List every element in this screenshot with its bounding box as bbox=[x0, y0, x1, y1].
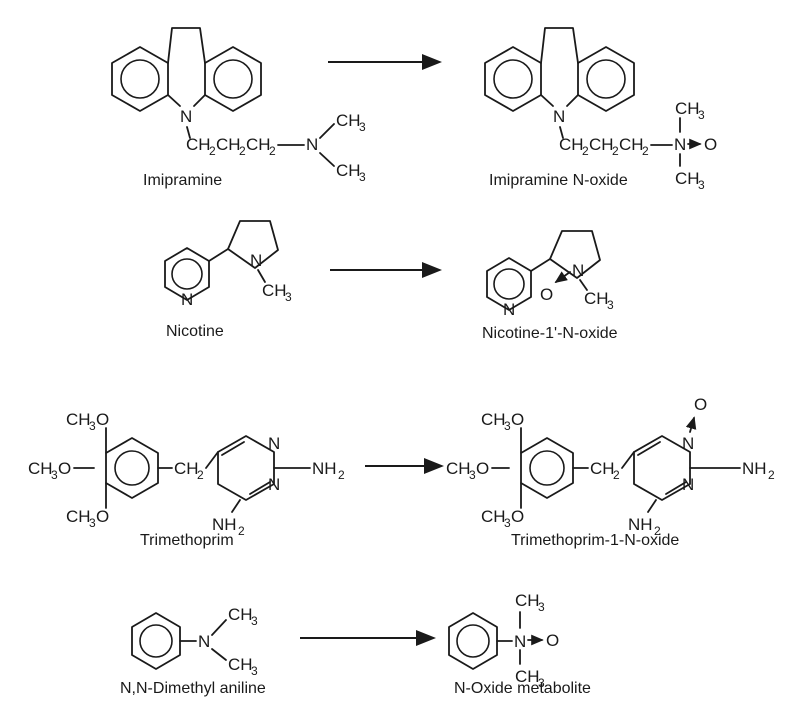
svg-text:3: 3 bbox=[698, 178, 705, 192]
svg-text:3: 3 bbox=[285, 290, 292, 304]
svg-text:2: 2 bbox=[768, 468, 775, 482]
atom-o: O bbox=[546, 631, 559, 650]
svg-text:3: 3 bbox=[698, 108, 705, 122]
svg-text:3: 3 bbox=[359, 170, 366, 184]
svg-text:CH: CH bbox=[675, 99, 700, 118]
svg-text:CH: CH bbox=[589, 135, 614, 154]
atom-n: N bbox=[553, 107, 565, 126]
svg-text:2: 2 bbox=[654, 524, 661, 538]
svg-text:CH: CH bbox=[216, 135, 241, 154]
parent-name-2: Nicotine bbox=[166, 323, 224, 340]
svg-text:2: 2 bbox=[238, 524, 245, 538]
svg-text:NH: NH bbox=[742, 459, 767, 478]
svg-text:3: 3 bbox=[607, 298, 614, 312]
svg-text:CH: CH bbox=[584, 289, 609, 308]
atom-o: O bbox=[704, 135, 717, 154]
svg-text:2: 2 bbox=[239, 144, 246, 158]
atom-n: N bbox=[514, 632, 526, 651]
svg-text:CH: CH bbox=[174, 459, 199, 478]
svg-text:O: O bbox=[96, 507, 109, 526]
metabolite-name-2: Nicotine-1'-N-oxide bbox=[482, 325, 618, 342]
parent-name-1: Imipramine bbox=[143, 172, 222, 189]
svg-text:CH: CH bbox=[66, 410, 91, 429]
svg-text:CH: CH bbox=[619, 135, 644, 154]
atom-o: O bbox=[540, 285, 553, 304]
atom-n: N bbox=[572, 261, 584, 280]
svg-text:3: 3 bbox=[89, 419, 96, 433]
metabolite-name-1: Imipramine N-oxide bbox=[489, 172, 628, 189]
svg-text:CH: CH bbox=[515, 667, 540, 686]
svg-text:CH: CH bbox=[262, 281, 287, 300]
svg-text:CH: CH bbox=[246, 135, 271, 154]
svg-text:2: 2 bbox=[209, 144, 216, 158]
svg-text:CH: CH bbox=[590, 459, 615, 478]
svg-text:CH: CH bbox=[336, 111, 361, 130]
atom-n: N bbox=[306, 135, 318, 154]
dimethyl-aniline-structure: N CH3 CH3 bbox=[131, 605, 258, 678]
svg-text:O: O bbox=[511, 410, 524, 429]
svg-text:CH: CH bbox=[228, 605, 253, 624]
svg-text:CH: CH bbox=[66, 507, 91, 526]
metabolite-name-4: N-Oxide metabolite bbox=[454, 680, 591, 697]
svg-text:CH: CH bbox=[481, 507, 506, 526]
svg-text:CH: CH bbox=[446, 459, 471, 478]
svg-text:O: O bbox=[58, 459, 71, 478]
atom-n: N bbox=[198, 632, 210, 651]
atom-n: N bbox=[674, 135, 686, 154]
parent-name-3: Trimethoprim bbox=[140, 532, 234, 549]
svg-text:3: 3 bbox=[251, 614, 258, 628]
svg-text:2: 2 bbox=[613, 468, 620, 482]
svg-text:3: 3 bbox=[469, 468, 476, 482]
atom-o: O bbox=[694, 395, 707, 414]
n-oxide-metabolite-structure: N CH3 CH3 O bbox=[448, 591, 559, 690]
svg-text:CH: CH bbox=[675, 169, 700, 188]
atom-n: N bbox=[268, 475, 280, 494]
parent-name-4: N,N-Dimethyl aniline bbox=[120, 680, 266, 697]
svg-text:3: 3 bbox=[538, 676, 545, 690]
svg-text:O: O bbox=[96, 410, 109, 429]
atom-nh: NH bbox=[312, 459, 337, 478]
svg-text:O: O bbox=[511, 507, 524, 526]
svg-text:NH: NH bbox=[212, 515, 237, 534]
metabolite-name-3: Trimethoprim-1-N-oxide bbox=[511, 532, 679, 549]
svg-text:CH: CH bbox=[515, 591, 540, 610]
svg-text:CH: CH bbox=[336, 161, 361, 180]
imipramine-n-oxide-structure: N CH 2 CH 2 CH 2 N CH 3 CH 3 O bbox=[484, 27, 717, 192]
svg-text:3: 3 bbox=[359, 120, 366, 134]
imipramine-structure: N CH 2 CH 2 CH 2 N CH 3 CH 3 bbox=[111, 27, 366, 184]
svg-text:3: 3 bbox=[51, 468, 58, 482]
svg-text:3: 3 bbox=[251, 664, 258, 678]
svg-text:3: 3 bbox=[538, 600, 545, 614]
svg-text:CH: CH bbox=[559, 135, 584, 154]
svg-text:NH: NH bbox=[628, 515, 653, 534]
atom-n: N bbox=[682, 434, 694, 453]
atom-n: N bbox=[682, 475, 694, 494]
chain-ch2: CH bbox=[186, 135, 211, 154]
svg-text:3: 3 bbox=[89, 516, 96, 530]
svg-text:2: 2 bbox=[197, 468, 204, 482]
svg-text:CH: CH bbox=[28, 459, 53, 478]
atom-n: N bbox=[503, 300, 515, 319]
svg-text:2: 2 bbox=[642, 144, 649, 158]
svg-text:O: O bbox=[476, 459, 489, 478]
svg-text:CH: CH bbox=[481, 410, 506, 429]
svg-text:2: 2 bbox=[269, 144, 276, 158]
nicotine-structure: N N CH 3 bbox=[164, 220, 292, 309]
svg-text:2: 2 bbox=[612, 144, 619, 158]
atom-n: N bbox=[250, 251, 262, 270]
svg-text:3: 3 bbox=[504, 419, 511, 433]
atom-n: N bbox=[268, 434, 280, 453]
svg-text:3: 3 bbox=[504, 516, 511, 530]
svg-text:2: 2 bbox=[338, 468, 345, 482]
atom-n: N bbox=[180, 107, 192, 126]
atom-n: N bbox=[181, 290, 193, 309]
svg-text:CH: CH bbox=[228, 655, 253, 674]
nicotine-n-oxide-structure: N N CH 3 O bbox=[486, 230, 614, 319]
svg-text:2: 2 bbox=[582, 144, 589, 158]
